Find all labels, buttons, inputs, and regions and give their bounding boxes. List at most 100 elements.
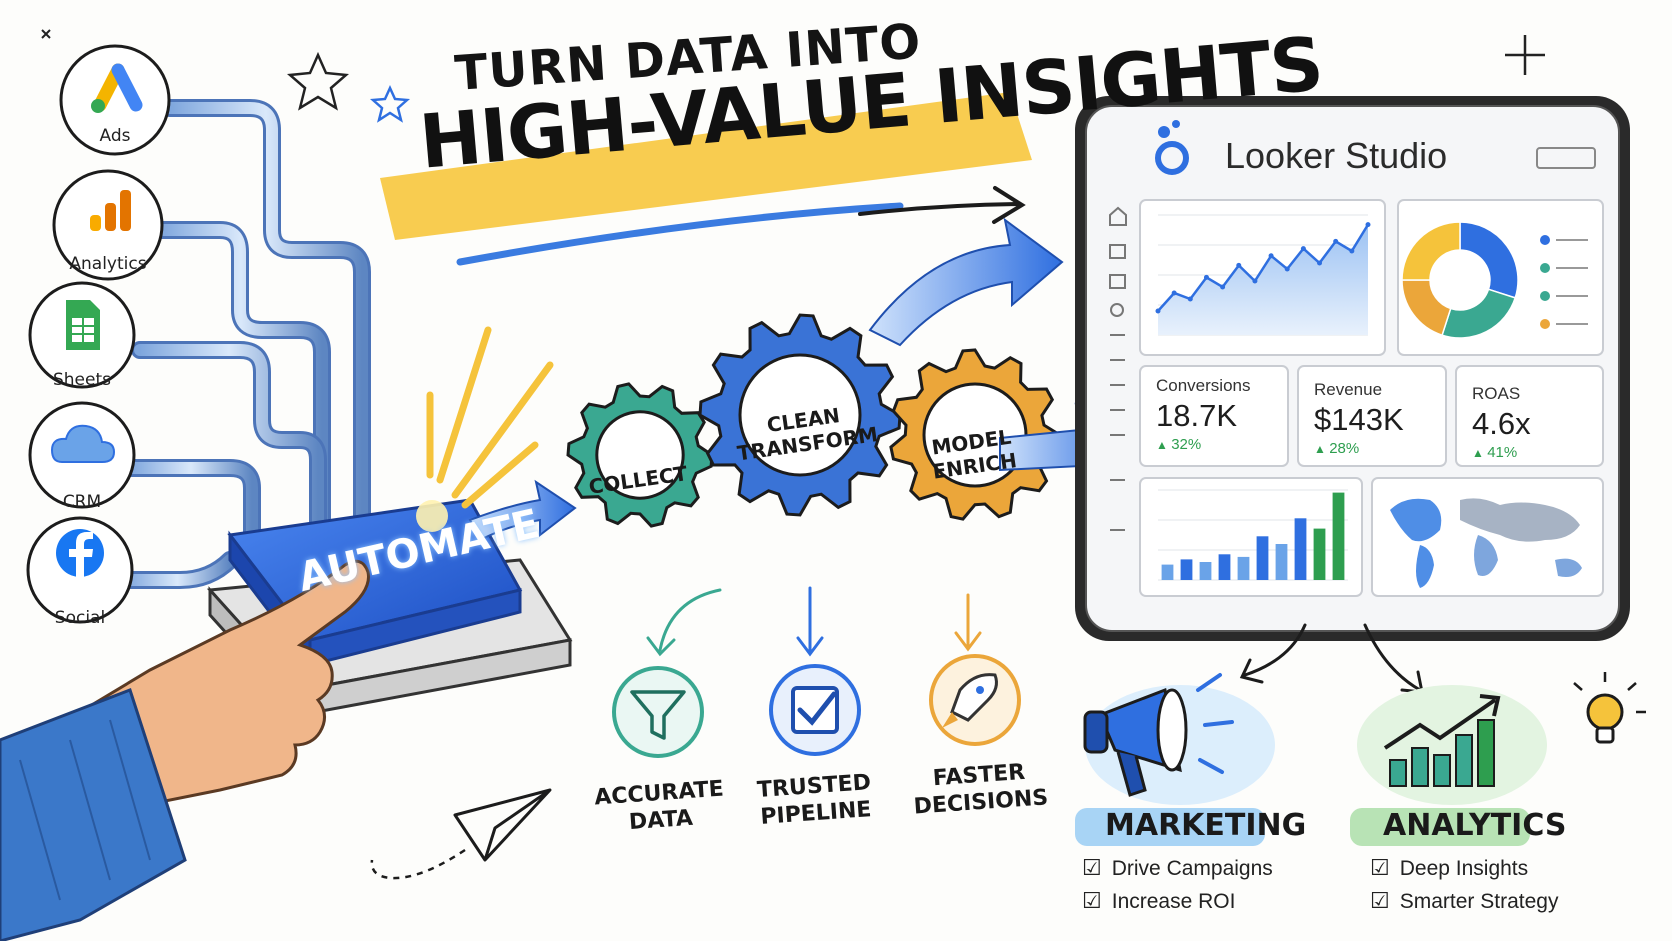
line-point — [1236, 262, 1242, 268]
map-panel — [1371, 477, 1604, 597]
benefit-faster — [929, 654, 1021, 746]
list-item: ☑Smarter Strategy — [1370, 885, 1558, 918]
bar — [1313, 528, 1326, 580]
google-ads-icon — [91, 63, 143, 113]
kpi-revenue: Revenue $143K 28% — [1314, 380, 1439, 457]
sidebar-icons — [1109, 206, 1127, 531]
kpi-value: 4.6x — [1472, 406, 1531, 441]
kpi-panel-roas — [1455, 365, 1604, 467]
marketing-list: ☑Drive Campaigns ☑Increase ROI — [1082, 852, 1273, 918]
automate-button — [206, 498, 573, 719]
source-ads — [59, 44, 171, 156]
benefit-label-trusted: TRUSTED PIPELINE — [756, 770, 873, 830]
analytics-title: ANALYTICS — [1383, 808, 1567, 843]
line-point — [1317, 260, 1323, 266]
line-point — [1220, 284, 1226, 290]
paper-plane-icon — [370, 788, 552, 880]
bar — [1294, 518, 1307, 580]
analytics-highlight — [1350, 808, 1530, 846]
kpi-roas: ROAS 4.6x 41% — [1472, 384, 1597, 461]
sheets-icon — [66, 300, 100, 350]
analytics-list: ☑Deep Insights ☑Smarter Strategy — [1370, 852, 1558, 918]
pie-legend — [1540, 235, 1588, 329]
line-point — [1284, 266, 1290, 272]
line-point — [1187, 296, 1193, 302]
source-label-analytics: Analytics — [69, 254, 147, 274]
pie-chart — [1401, 221, 1519, 339]
source-label-ads: Ads — [99, 126, 131, 146]
line-point — [1203, 274, 1209, 280]
marketing-highlight — [1075, 808, 1265, 846]
kpi-label: ROAS — [1472, 384, 1521, 403]
bar — [1237, 556, 1250, 580]
bar — [1199, 562, 1212, 580]
rocket-icon — [942, 673, 998, 728]
hand-pointing — [0, 559, 371, 941]
line-point — [1268, 253, 1274, 259]
line-point — [1333, 238, 1339, 244]
growth-chart-icon — [1357, 685, 1547, 805]
dashboard-tablet — [1075, 96, 1630, 641]
looker-logo-icon — [1155, 120, 1189, 175]
kpi-conversions: Conversions 18.7K 32% — [1156, 376, 1281, 453]
star-icon — [369, 84, 411, 123]
cloud-icon — [50, 424, 116, 463]
spark-rays — [426, 326, 554, 509]
kpi-label: Revenue — [1314, 380, 1383, 399]
source-sheets — [28, 281, 136, 389]
benefit-trusted — [769, 664, 861, 756]
megaphone-icon — [1083, 673, 1275, 805]
bar — [1218, 554, 1231, 580]
window-control-icon — [1536, 147, 1596, 169]
kpi-change: 32% — [1156, 436, 1281, 453]
kpi-value: $143K — [1314, 402, 1404, 437]
benefit-arrows — [646, 586, 982, 657]
kpi-label: Conversions — [1156, 376, 1251, 395]
gear-hub-0 — [595, 410, 685, 500]
bar — [1256, 536, 1269, 580]
source-label-crm: CRM — [62, 492, 102, 512]
checkbox-checked-icon: ☑ — [1370, 888, 1390, 913]
pie-slice — [1459, 221, 1519, 299]
sparkle-icon — [1505, 35, 1545, 75]
star-icon — [286, 51, 350, 111]
line-point — [1252, 278, 1258, 284]
bar-chart-panel — [1139, 477, 1363, 597]
kpi-change: 28% — [1314, 440, 1439, 457]
world-map — [1390, 498, 1582, 588]
line-point — [1171, 290, 1177, 296]
marketing-title: MARKETING — [1105, 808, 1307, 843]
gears — [566, 313, 1062, 528]
line-series — [1157, 223, 1370, 312]
line-point — [1155, 308, 1161, 314]
line-point — [1365, 222, 1371, 228]
headline-highlight — [380, 92, 1032, 240]
dashboard-brand: Looker Studio — [1225, 135, 1448, 176]
line-point — [1300, 246, 1306, 252]
pie-slice — [1401, 221, 1461, 281]
bar — [1275, 544, 1288, 580]
source-label-social: Social — [54, 608, 106, 628]
line-chart — [1155, 214, 1371, 336]
bar-chart — [1158, 489, 1348, 581]
benefit-label-accurate: ACCURATE DATA — [593, 776, 725, 836]
bar — [1161, 564, 1174, 580]
funnel-icon — [630, 690, 686, 740]
benefit-label-faster: FASTER DECISIONS — [912, 759, 1049, 820]
kpi-value: 18.7K — [1156, 398, 1238, 433]
line-point — [1349, 248, 1355, 254]
source-social — [26, 516, 134, 624]
headline-underline — [456, 202, 904, 266]
lightbulb-icon — [1573, 672, 1646, 744]
list-item: ☑Drive Campaigns — [1082, 852, 1273, 885]
checkbox-icon — [791, 686, 839, 734]
pipes — [116, 99, 371, 589]
gear-hub-1 — [738, 353, 862, 477]
analytics-icon — [90, 190, 131, 231]
source-crm — [28, 401, 136, 509]
checkbox-checked-icon: ☑ — [1082, 855, 1102, 880]
line-area — [1158, 224, 1368, 335]
flow-arrow — [868, 217, 1064, 347]
kpi-change: 41% — [1472, 444, 1597, 461]
source-analytics — [52, 169, 164, 281]
